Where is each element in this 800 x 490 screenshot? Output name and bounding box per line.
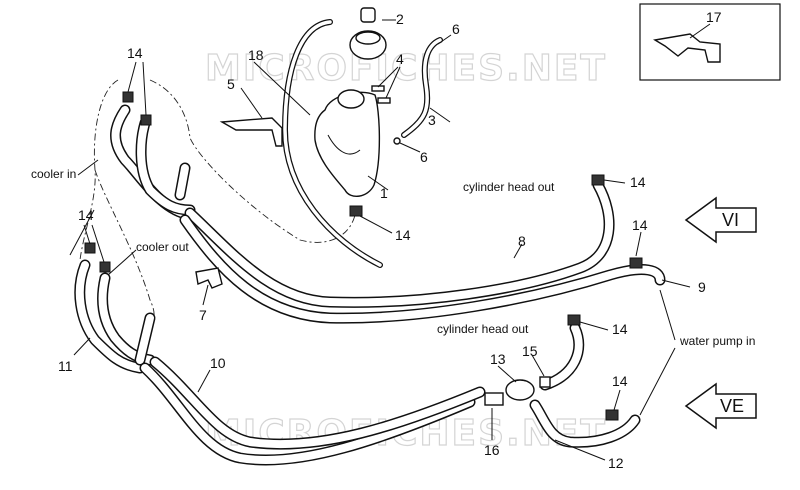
arrow-vi: [684, 196, 757, 244]
cooler-stub-inner: [176, 164, 189, 199]
callout-8: 8: [518, 233, 526, 249]
cooler-out-hose-inner: [137, 119, 194, 214]
callout-14-bottom: 14: [612, 373, 628, 389]
thermostat-13: [505, 379, 535, 401]
callout-13: 13: [490, 351, 506, 367]
hose-3-inner: [402, 38, 442, 137]
callout-6-top: 6: [452, 21, 460, 37]
label-cylinder-head-out-upper: cylinder head out: [463, 180, 555, 194]
hose-8-inner: [186, 181, 613, 307]
callout-3: 3: [428, 112, 436, 128]
hose-18-inner: [283, 20, 382, 267]
callout-14-right-upper: 14: [630, 174, 646, 190]
clamp-14-d: [99, 261, 111, 273]
label-cooler-in: cooler in: [31, 167, 76, 181]
clamp-14-b: [140, 114, 152, 126]
callout-6-bottom: 6: [420, 149, 428, 165]
screw-a: [371, 85, 385, 92]
clamp-14-g: [629, 257, 643, 269]
watermark-top: MICROFICHES.NET: [205, 48, 607, 89]
callout-2: 2: [396, 11, 404, 27]
screw-b: [377, 97, 391, 104]
hose-11-stub-inner: [136, 314, 154, 364]
hose-10-inner: [141, 364, 474, 465]
callout-14-left: 14: [78, 207, 94, 223]
callout-1: 1: [380, 185, 388, 201]
arrow-ve-label: VE: [720, 396, 744, 416]
clip-7: [195, 267, 223, 289]
tank-neck: [337, 89, 365, 109]
filler-cap-top: [355, 31, 381, 45]
coupling-16: [484, 392, 504, 406]
callout-15: 15: [522, 343, 538, 359]
cap-strap: [360, 7, 376, 23]
arrow-vi-label: VI: [722, 210, 739, 230]
hose-9-inner: [181, 216, 664, 323]
callout-17: 17: [706, 9, 722, 25]
tank-fill-line: [327, 134, 361, 155]
hose-8: [184, 179, 615, 308]
callout-14-right-lower: 14: [612, 321, 628, 337]
callout-10: 10: [210, 355, 226, 371]
clamp-14-e: [349, 205, 363, 217]
expansion-tank: [314, 91, 381, 197]
callout-4: 4: [396, 51, 404, 67]
callout-16: 16: [484, 442, 500, 458]
label-cylinder-head-out-lower: cylinder head out: [437, 322, 529, 336]
clamp-14-a: [122, 91, 134, 103]
hose-10-b-inner: [151, 358, 484, 449]
callout-14-right-mid: 14: [632, 217, 648, 233]
arrow-ve: [684, 382, 757, 430]
callout-12: 12: [608, 455, 624, 471]
callout-18: 18: [248, 47, 264, 63]
hose-11-a-inner: [75, 261, 144, 372]
clamp-14-f: [591, 174, 605, 186]
callout-9: 9: [698, 279, 706, 295]
cyl-head-out-lower-hose-inner: [541, 324, 583, 389]
clamp-14-i: [605, 409, 619, 421]
washer-6: [393, 137, 401, 145]
label-water-pump-in: water pump in: [679, 334, 755, 348]
fitting-15: [539, 376, 551, 388]
callout-7: 7: [199, 307, 207, 323]
clamp-14-h: [567, 314, 581, 326]
leader-lines: [69, 19, 711, 461]
callout-14-tank: 14: [395, 227, 411, 243]
callout-5: 5: [227, 76, 235, 92]
callout-11: 11: [58, 358, 73, 374]
hose-12-inner: [531, 401, 639, 447]
clamp-14-c: [84, 242, 96, 254]
label-cooler-out: cooler out: [136, 240, 189, 254]
callout-14-top: 14: [127, 45, 143, 61]
tank-bracket: [219, 117, 283, 147]
clamp-17: [653, 33, 721, 63]
